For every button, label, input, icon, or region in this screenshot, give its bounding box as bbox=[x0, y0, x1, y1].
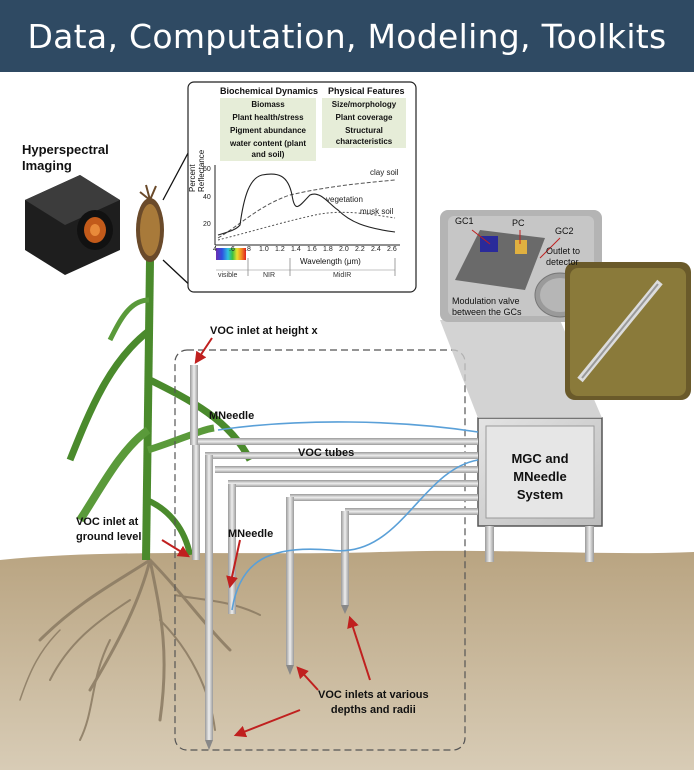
band-visible: visible bbox=[218, 272, 238, 279]
band-nir: NIR bbox=[263, 272, 276, 279]
voc-inlets-various-label: VOC inlets at various depths and radii bbox=[318, 689, 429, 716]
voc-tubes-label: VOC tubes bbox=[298, 447, 355, 459]
curve-label-vegetation: vegetation bbox=[326, 195, 363, 204]
voc-inlet-ground-label: VOC inlet at ground level bbox=[76, 516, 142, 543]
y-tick: 20 bbox=[203, 221, 211, 228]
hyperspectral-label: Hyperspectral Imaging bbox=[22, 142, 109, 173]
physical-heading: Physical Features bbox=[328, 86, 405, 96]
voc-tubes bbox=[190, 365, 478, 750]
x-tick: 2.2 bbox=[355, 246, 365, 253]
x-tick: 2.4 bbox=[371, 246, 381, 253]
biochem-box: Biomass Plant health/stress Pigment abun… bbox=[220, 98, 316, 161]
y-axis-label: Percent Reflectance bbox=[188, 149, 206, 192]
camera-icon bbox=[25, 175, 120, 275]
y-tick: 40 bbox=[203, 194, 211, 201]
chip-label-modulation-valve: Modulation valve between the GCs bbox=[452, 296, 522, 317]
voc-inlet-height-label: VOC inlet at height x bbox=[210, 325, 318, 337]
x-tick: 2.6 bbox=[387, 246, 397, 253]
band-midir: MidIR bbox=[333, 272, 352, 279]
mgc-system-box bbox=[477, 417, 603, 562]
physical-box: Size/morphology Plant coverage Structura… bbox=[322, 98, 406, 148]
curve-vegetation bbox=[217, 173, 396, 236]
sensor-enclosure bbox=[174, 349, 466, 751]
x-tick: 1.2 bbox=[275, 246, 285, 253]
x-tick: .8 bbox=[245, 246, 251, 253]
x-tick: 4 bbox=[213, 246, 217, 253]
x-axis-label: Wavelength (μm) bbox=[300, 257, 361, 266]
x-tick: 1.8 bbox=[323, 246, 333, 253]
x-tick: 1.6 bbox=[307, 246, 317, 253]
biochem-heading: Biochemical Dynamics bbox=[220, 86, 319, 96]
curve-label-musk-soil: musk soil bbox=[360, 207, 394, 216]
x-tick: 2.0 bbox=[339, 246, 349, 253]
chip-label-outlet: Outlet to detector bbox=[546, 246, 581, 267]
page-title: Data, Computation, Modeling, Toolkits bbox=[0, 0, 694, 72]
x-tick: 1.4 bbox=[291, 246, 301, 253]
curve-label-clay-soil: clay soil bbox=[370, 168, 399, 177]
curve-musk-soil bbox=[217, 211, 396, 241]
visible-spectrum bbox=[216, 248, 246, 260]
curve-clay-soil bbox=[217, 179, 396, 239]
arrows bbox=[161, 337, 371, 738]
y-tick: 60 bbox=[203, 166, 211, 173]
soil bbox=[0, 550, 694, 770]
x-tick: .6 bbox=[229, 246, 235, 253]
mgc-system-label: MGC and MNeedle System bbox=[511, 451, 569, 502]
chip-label-pc: PC bbox=[512, 218, 525, 228]
chip-label-gc2: GC2 bbox=[555, 226, 574, 236]
reflectance-chart bbox=[214, 165, 400, 276]
x-tick: 1.0 bbox=[259, 246, 269, 253]
mneedle-bottom-label: MNeedle bbox=[228, 528, 274, 540]
needle-photo bbox=[565, 262, 691, 400]
mneedle-lines bbox=[217, 421, 479, 611]
mneedle-top-label: MNeedle bbox=[209, 410, 255, 422]
chip-label-gc1: GC1 bbox=[455, 216, 474, 226]
roots bbox=[19, 558, 261, 741]
chip-panel bbox=[440, 210, 602, 322]
